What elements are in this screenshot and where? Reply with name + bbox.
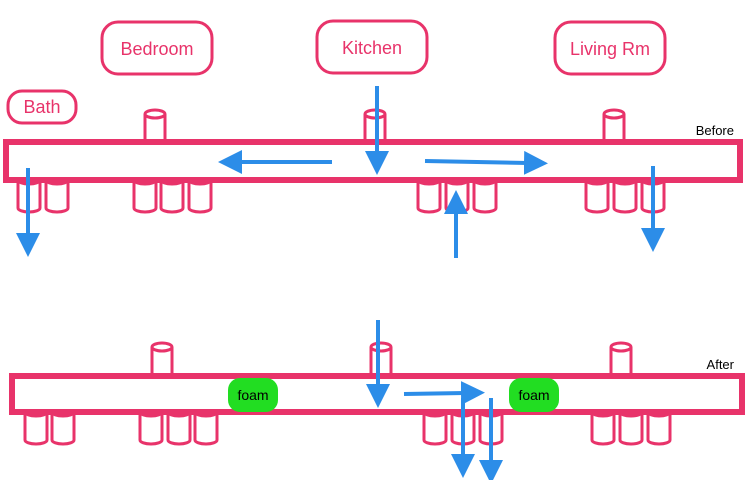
flow-arrow-icon — [403, 381, 485, 406]
foam-left-label: foam — [237, 387, 268, 403]
flow-arrow-icon — [424, 150, 548, 175]
foam-plug-left: foam — [228, 378, 278, 412]
room-bath: Bath — [6, 89, 78, 125]
after-flow-arrows — [366, 320, 503, 480]
room-kitchen: Kitchen — [315, 19, 429, 75]
room-kitchen-label: Kitchen — [342, 38, 402, 58]
before-duct — [3, 139, 743, 183]
foam-plug-right: foam — [509, 378, 559, 412]
room-bedroom-label: Bedroom — [120, 39, 193, 59]
foam-right-label: foam — [518, 387, 549, 403]
before-label: Before — [696, 123, 734, 138]
room-living: Living Rm — [553, 20, 667, 76]
room-living-label: Living Rm — [570, 39, 650, 59]
before-flow-arrows — [16, 86, 665, 258]
room-bath-label: Bath — [23, 97, 60, 117]
room-bedroom: Bedroom — [100, 20, 214, 76]
after-label: After — [707, 357, 735, 372]
